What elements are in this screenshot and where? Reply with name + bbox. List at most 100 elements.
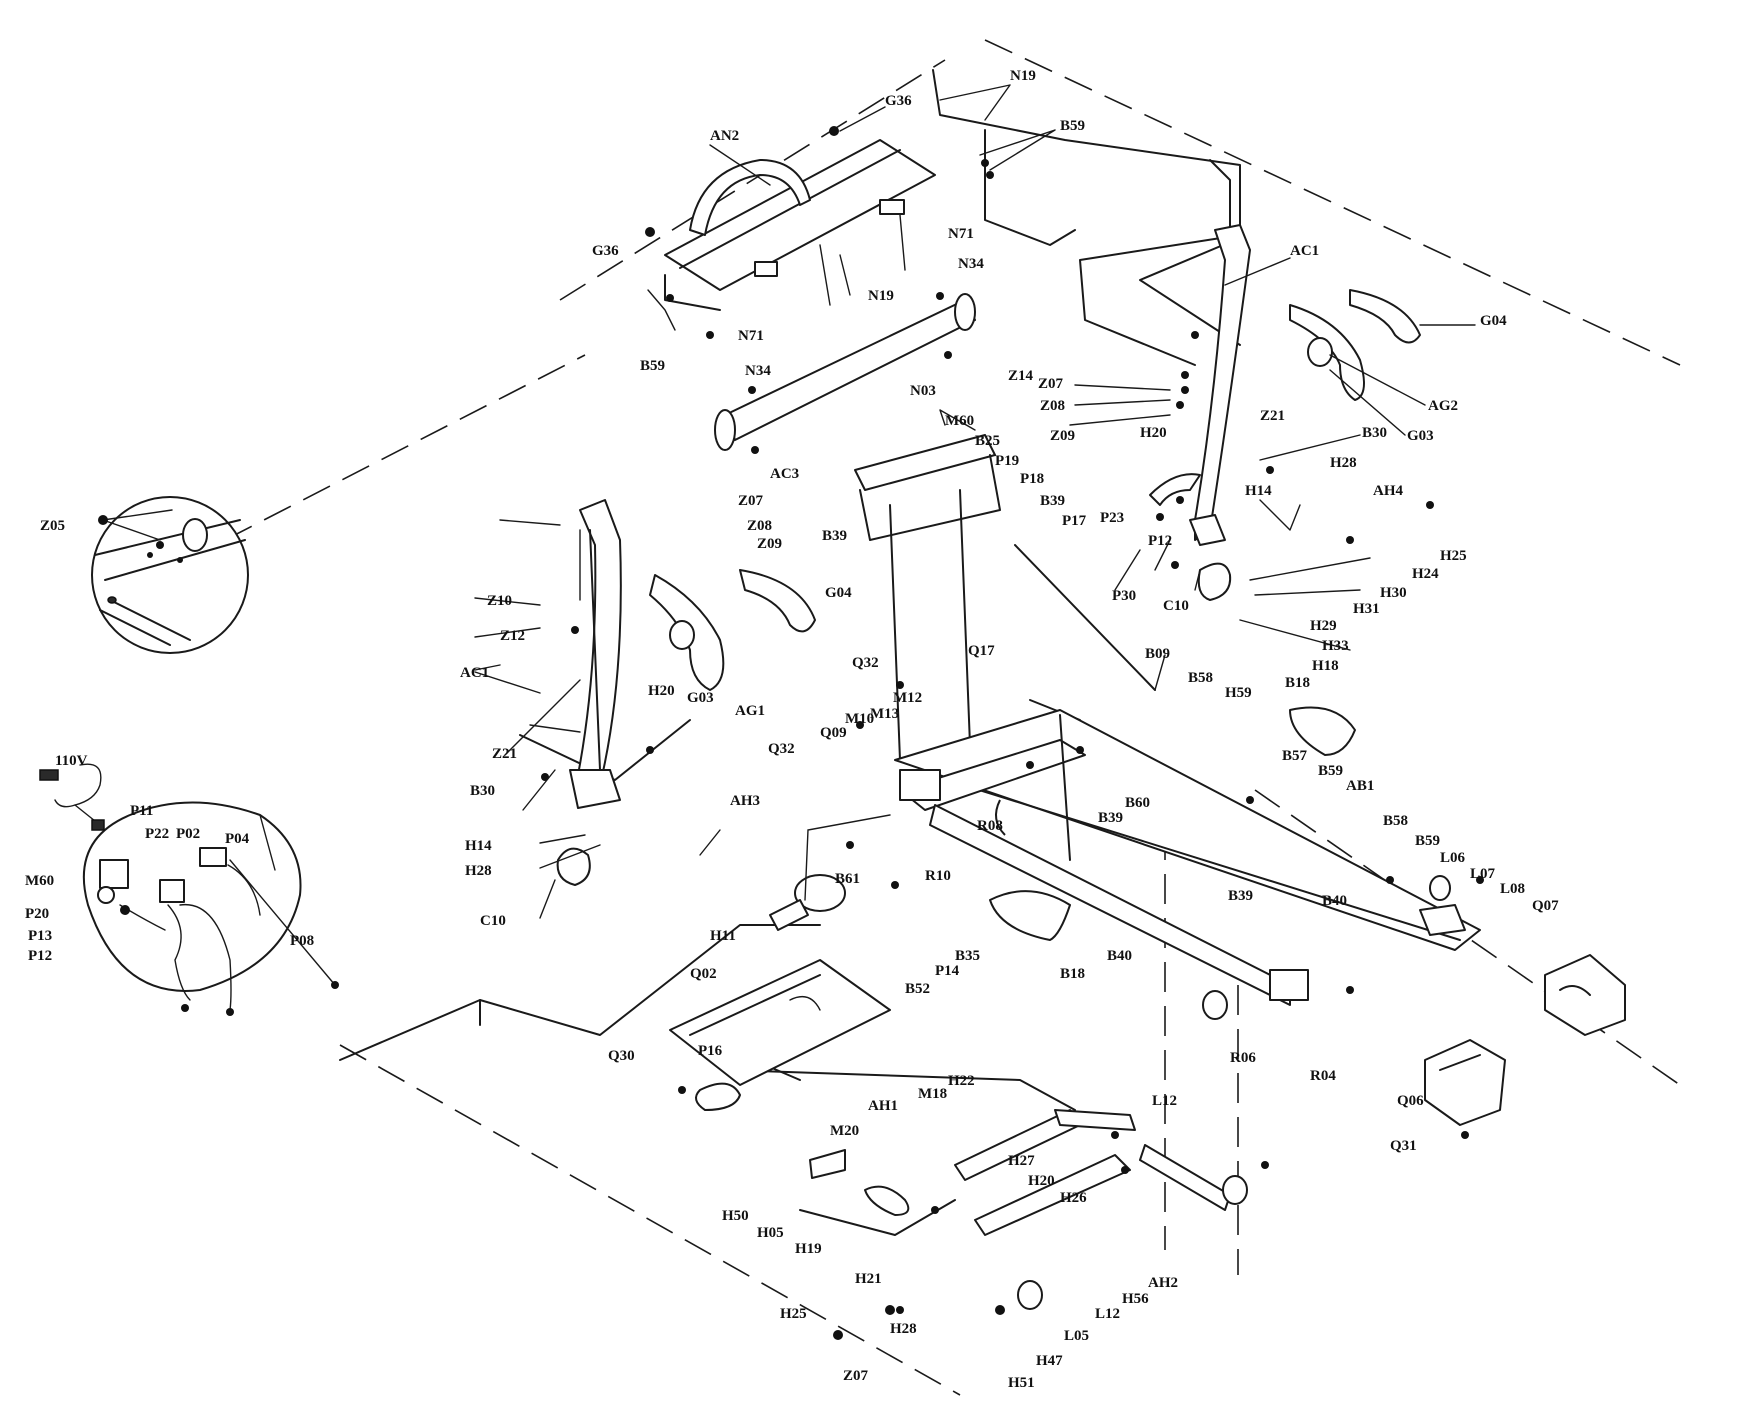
label-n71-left: N71 <box>738 328 764 344</box>
label-r06: R06 <box>1230 1050 1256 1066</box>
label-h20-low: H20 <box>1028 1173 1055 1189</box>
label-z10: Z10 <box>487 593 512 609</box>
label-ag2: AG2 <box>1428 398 1458 414</box>
label-h28-right: H28 <box>1330 455 1357 471</box>
label-ah4: AH4 <box>1373 483 1404 499</box>
label-n03: N03 <box>910 383 936 399</box>
label-z21-right: Z21 <box>1260 408 1285 424</box>
label-m60-left: M60 <box>25 873 54 889</box>
label-h28-low: H28 <box>890 1321 917 1337</box>
console-frame <box>854 434 1156 761</box>
label-q32-left: Q32 <box>768 741 795 757</box>
end-cover-q07 <box>1544 954 1626 1036</box>
label-b59-far: B59 <box>1415 833 1440 849</box>
label-b30-right: B30 <box>1362 425 1387 441</box>
label-p02: P02 <box>176 826 200 842</box>
left-handle-grip <box>649 569 816 691</box>
label-110v: 110V <box>55 753 88 769</box>
label-z08-right: Z08 <box>1040 398 1065 414</box>
detail-circle-electronics <box>39 763 339 1016</box>
label-h50: H50 <box>722 1208 749 1224</box>
label-q32-top: Q32 <box>852 655 879 671</box>
label-l05: L05 <box>1064 1328 1089 1344</box>
label-h22: H22 <box>948 1073 975 1089</box>
label-h30: H30 <box>1380 585 1407 601</box>
label-q07: Q07 <box>1532 898 1559 914</box>
label-b58-right: B58 <box>1383 813 1408 829</box>
label-p08: P08 <box>290 933 314 949</box>
label-h28-left: H28 <box>465 863 492 879</box>
label-b59-right: B59 <box>1318 763 1343 779</box>
label-p16: P16 <box>698 1043 723 1059</box>
label-p11: P11 <box>130 803 153 819</box>
label-h24: H24 <box>1412 566 1439 582</box>
label-ac1-left: AC1 <box>460 665 489 681</box>
label-l07: L07 <box>1470 866 1496 882</box>
label-z07-low: Z07 <box>843 1368 869 1384</box>
label-n71-right: N71 <box>948 226 974 242</box>
label-h19: H19 <box>795 1241 822 1257</box>
pedal-left-b18 <box>989 890 1071 941</box>
label-l12-top: L12 <box>1152 1093 1177 1109</box>
label-ac3: AC3 <box>770 466 799 482</box>
label-b59-left: B59 <box>640 358 665 374</box>
label-p20: P20 <box>25 906 49 922</box>
label-b39-center: B39 <box>1098 810 1123 826</box>
label-q17: Q17 <box>968 643 995 659</box>
label-b39-low: B39 <box>1228 888 1253 904</box>
detail-circle-z05 <box>91 496 249 654</box>
label-p04: P04 <box>225 831 250 847</box>
label-ah3: AH3 <box>730 793 760 809</box>
label-h31: H31 <box>1353 601 1380 617</box>
label-n34-mid: N34 <box>745 363 771 379</box>
label-p14: P14 <box>935 963 960 979</box>
label-h26: H26 <box>1060 1190 1087 1206</box>
label-ah2: AH2 <box>1148 1275 1178 1291</box>
label-h05: H05 <box>757 1225 784 1241</box>
pedal-right-b18 <box>1289 706 1356 756</box>
guide-lines <box>224 39 1681 1396</box>
label-p18: P18 <box>1020 471 1044 487</box>
label-h21: H21 <box>855 1271 882 1287</box>
label-h33: H33 <box>1322 638 1349 654</box>
label-z07-right: Z07 <box>1038 376 1064 392</box>
label-g36-top: G36 <box>885 93 912 109</box>
label-h18: H18 <box>1312 658 1339 674</box>
label-r10: R10 <box>925 868 951 884</box>
label-an2: AN2 <box>710 128 739 144</box>
label-l08: L08 <box>1500 881 1525 897</box>
label-c10-left: C10 <box>480 913 506 929</box>
label-b39-mid: B39 <box>822 528 847 544</box>
label-b60: B60 <box>1125 795 1150 811</box>
label-h25-right: H25 <box>1440 548 1467 564</box>
label-p30: P30 <box>1112 588 1136 604</box>
label-z09-right: Z09 <box>1050 428 1075 444</box>
label-b61: B61 <box>835 871 860 887</box>
rear-stabilizer <box>809 875 1451 1315</box>
label-h47: H47 <box>1036 1353 1063 1369</box>
label-ah1: AH1 <box>868 1098 898 1114</box>
label-q02: Q02 <box>690 966 717 982</box>
label-l06: L06 <box>1440 850 1466 866</box>
base-frame-ab1 <box>894 709 1481 1006</box>
part-labels: N19 G36 B59 AN2 G36 N71 N34 N19 N71 B59 … <box>25 68 1559 1391</box>
label-b39-top: B39 <box>1040 493 1065 509</box>
leader-lines <box>474 84 1476 919</box>
label-g03-left: G03 <box>687 690 714 706</box>
label-c10-right: C10 <box>1163 598 1189 614</box>
label-m10: M10 <box>845 711 874 727</box>
label-q06: Q06 <box>1397 1093 1424 1109</box>
label-h56: H56 <box>1122 1291 1149 1307</box>
label-r08: R08 <box>977 818 1003 834</box>
label-b57: B57 <box>1282 748 1308 764</box>
label-b59-top: B59 <box>1060 118 1085 134</box>
label-b18-right: B18 <box>1285 675 1310 691</box>
label-p17: P17 <box>1062 513 1087 529</box>
label-h14-left: H14 <box>465 838 492 854</box>
label-b52: B52 <box>905 981 930 997</box>
label-n34-top: N34 <box>958 256 984 272</box>
label-m13: M13 <box>870 706 899 722</box>
label-ag1: AG1 <box>735 703 765 719</box>
end-cover-q06 <box>1424 1039 1506 1126</box>
